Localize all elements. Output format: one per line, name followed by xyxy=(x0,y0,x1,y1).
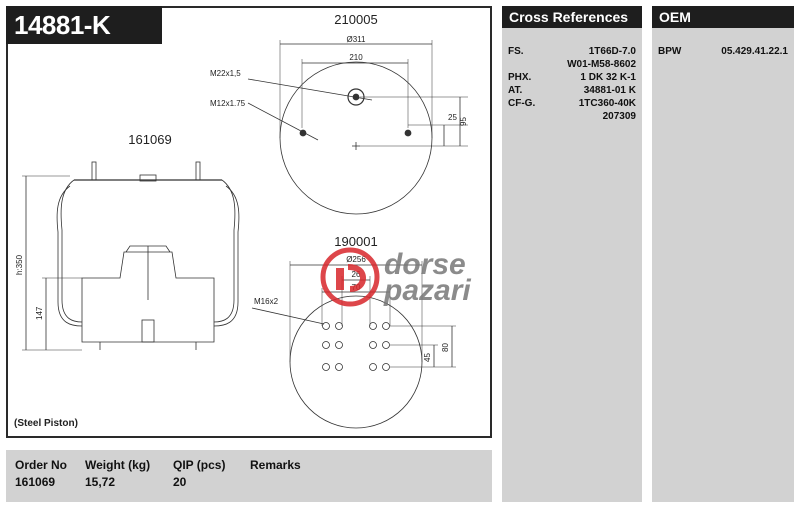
part-number-title: 14881-K xyxy=(6,6,162,44)
qip-header: QIP (pcs) xyxy=(173,458,226,472)
cross-references-title: Cross References xyxy=(502,6,642,28)
height-label: h:350 xyxy=(15,254,24,275)
remarks-column: Remarks xyxy=(250,458,301,475)
top-plate-outline xyxy=(279,61,433,215)
bottom-dim-45: 45 xyxy=(423,353,432,362)
oem-brand: BPW xyxy=(658,46,682,57)
cross-ref-brand: CF-G. xyxy=(508,98,536,109)
cross-ref-code: 1 DK 32 K-1 xyxy=(580,72,636,83)
cross-ref-row: PHX. 1 DK 32 K-1 xyxy=(502,72,642,85)
top-spacing-label: 210 xyxy=(349,53,363,62)
remarks-header: Remarks xyxy=(250,458,301,472)
cross-ref-brand: AT. xyxy=(508,85,523,96)
watermark-logo: dorse pazari ® xyxy=(320,247,518,307)
top-plate-code: 210005 xyxy=(334,12,377,27)
oem-panel: OEM BPW 05.429.41.22.1 xyxy=(652,6,794,502)
cross-ref-brand: PHX. xyxy=(508,72,532,83)
order-no-header: Order No xyxy=(15,458,68,472)
top-offset-25: 25 xyxy=(448,113,457,122)
piston-note: (Steel Piston) xyxy=(14,418,78,429)
oem-title: OEM xyxy=(652,6,794,28)
cross-ref-code: 1TC360-40K xyxy=(578,98,636,109)
watermark-ring-icon xyxy=(320,247,380,307)
top-bolt-label: M12x1.75 xyxy=(210,99,246,108)
top-stud-label: M22x1,5 xyxy=(210,69,241,78)
bottom-diameter-label: Ø256 xyxy=(346,255,366,264)
oem-row: BPW 05.429.41.22.1 xyxy=(652,46,794,59)
weight-header: Weight (kg) xyxy=(85,458,151,472)
top-offset-95: 95 xyxy=(459,117,468,126)
cross-ref-row: FS. 1T66D-7.0 xyxy=(502,46,642,59)
cross-ref-code: 207309 xyxy=(602,111,636,122)
cross-ref-code: W01-M58-8602 xyxy=(567,59,636,70)
order-no-column: Order No 161069 xyxy=(15,458,67,489)
bottom-dim-80: 80 xyxy=(441,343,450,352)
bottom-dim-26: 26 xyxy=(352,270,361,279)
weight-column: Weight (kg) 15,72 xyxy=(85,458,150,489)
weight-value: 15,72 xyxy=(85,475,116,489)
oem-code: 05.429.41.22.1 xyxy=(721,46,788,57)
qip-column: QIP (pcs) 20 xyxy=(173,458,225,489)
watermark-dp-icon xyxy=(336,264,366,292)
order-no-value: 161069 xyxy=(15,475,56,489)
technical-drawing-frame xyxy=(6,6,492,438)
cross-ref-brand: FS. xyxy=(508,46,524,57)
bottom-plate-outline xyxy=(289,295,423,429)
watermark-line1: dorse xyxy=(384,248,466,281)
bottom-plate-code: 190001 xyxy=(334,234,377,249)
cross-ref-row: CF-G. 1TC360-40K xyxy=(502,98,642,111)
top-diameter-label: Ø311 xyxy=(347,35,367,44)
cross-ref-row: AT. 34881-01 K xyxy=(502,85,642,98)
piston-height-label: 147 xyxy=(35,306,44,320)
cross-ref-row: W01-M58-8602 xyxy=(502,59,642,72)
watermark-line2: pazari xyxy=(383,274,471,307)
bottom-bolt-label: M16x2 xyxy=(254,297,279,306)
qip-value: 20 xyxy=(173,475,187,489)
order-info-bar: Order No 161069 Weight (kg) 15,72 QIP (p… xyxy=(6,450,492,502)
cross-ref-code: 34881-01 K xyxy=(583,85,636,96)
cross-ref-code: 1T66D-7.0 xyxy=(588,46,636,57)
cross-ref-row: 207309 xyxy=(502,111,642,124)
cross-references-panel: Cross References FS. 1T66D-7.0 W01-M58-8… xyxy=(502,6,642,502)
side-view-code: 161069 xyxy=(128,132,171,147)
